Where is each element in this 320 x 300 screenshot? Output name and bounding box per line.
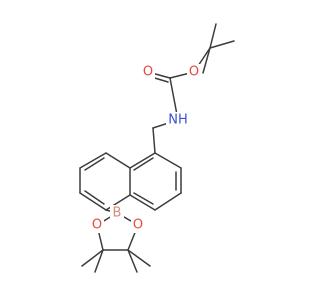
atom-o2: O (141, 64, 155, 80)
bond-ch2-c8 (152, 127, 156, 154)
bond-c14-c15 (79, 152, 107, 169)
bond-c11-c12-d (133, 192, 154, 205)
bond-tbu-c1-c4 (202, 47, 211, 74)
atom-o1-label: O (189, 65, 199, 80)
atom-b1: B (110, 205, 124, 221)
bond-c10-c11 (154, 192, 182, 211)
bond-c11-c12 (129, 194, 156, 211)
atom-n1-label: NH (168, 113, 188, 128)
bond-c8-c9 (154, 152, 182, 169)
atom-o3: O (90, 217, 104, 233)
atom-o4-label: O (133, 218, 143, 233)
bond-c19-me4 (127, 249, 138, 273)
atom-o1: O (187, 64, 201, 80)
atom-n1: NH (166, 112, 190, 128)
bond-c19-me3 (127, 249, 151, 267)
bond-layer (79, 23, 235, 273)
bond-tbu-c1-c2 (209, 40, 235, 49)
bond-c18-me1 (81, 249, 104, 267)
bond-c18-me2 (94, 249, 104, 273)
atom-label-layer: O O NH B O O (90, 64, 201, 233)
bond-c13-c14 (105, 152, 131, 169)
bond-c16-c17-d (84, 190, 105, 205)
atom-b1-label: B (113, 206, 122, 221)
atom-o3-label: O (92, 218, 102, 233)
bond-c14-c15-d (84, 157, 105, 171)
bond-c13-c8 (129, 152, 156, 169)
atom-o2-label: O (143, 65, 153, 80)
bond-c13-c8-d (133, 157, 154, 171)
bond-c16-c17 (79, 192, 107, 211)
atom-o4: O (131, 217, 145, 233)
bond-tbu-c1-c3 (209, 23, 217, 49)
molecule-structure: O O NH B O O (79, 23, 235, 273)
